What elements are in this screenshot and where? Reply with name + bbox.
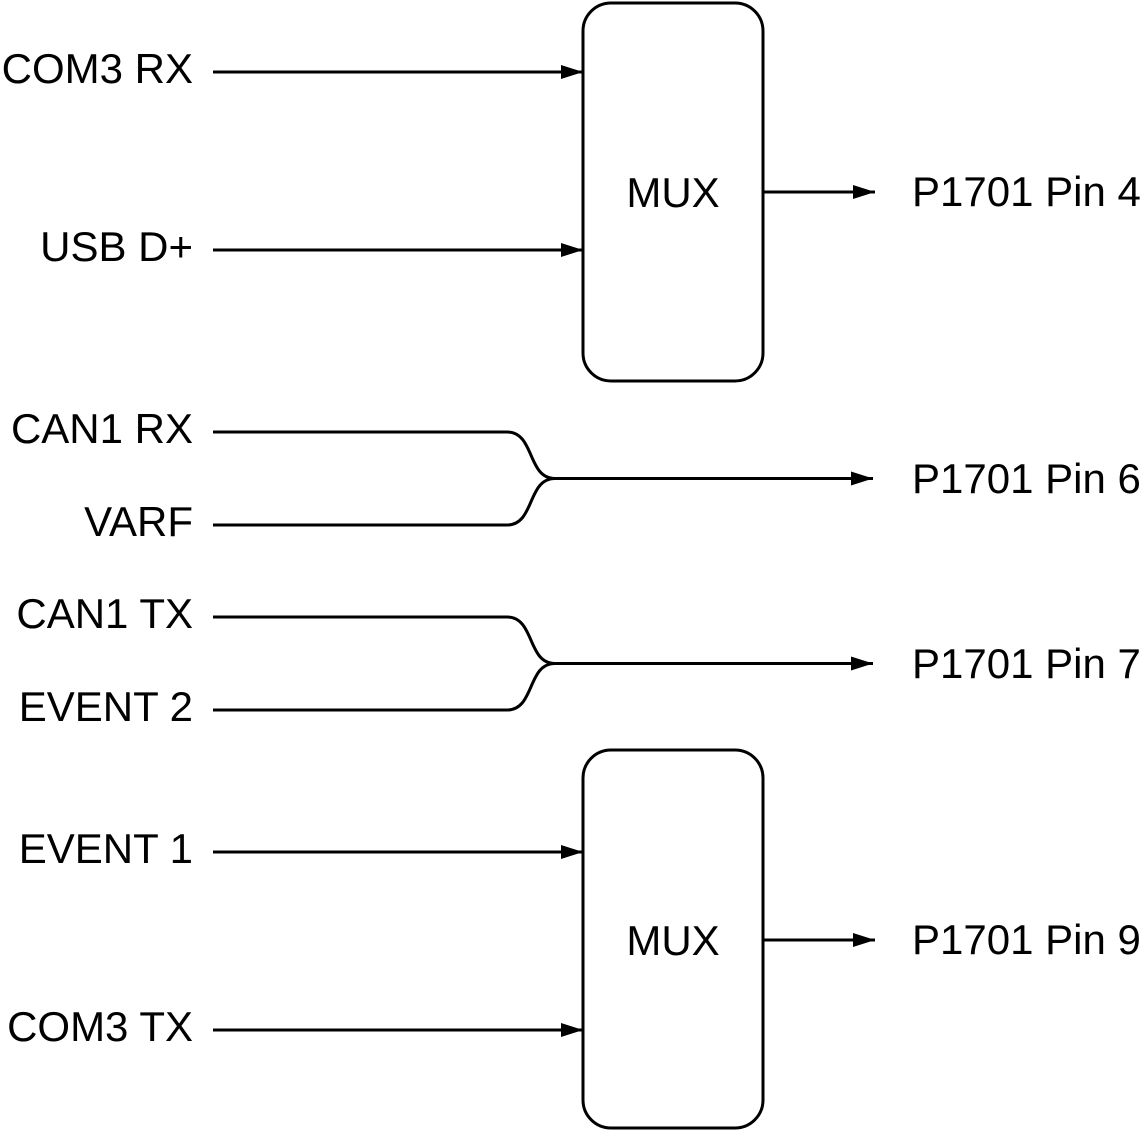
mux-label-2: MUX — [626, 917, 719, 964]
input-label-can1-rx: CAN1 RX — [11, 405, 193, 452]
output-label-p1701-pin-7: P1701 Pin 7 — [912, 640, 1140, 687]
join-wire-can1-tx — [213, 615, 556, 665]
input-label-com3-tx: COM3 TX — [7, 1003, 193, 1050]
join-wire-can1-rx — [213, 430, 556, 480]
input-label-event-2: EVENT 2 — [19, 683, 193, 730]
output-label-p1701-pin-9: P1701 Pin 9 — [912, 916, 1140, 963]
join-wire-varf — [213, 477, 556, 527]
input-label-varf: VARF — [84, 498, 193, 545]
output-label-p1701-pin-6: P1701 Pin 6 — [912, 455, 1140, 502]
input-label-event-1: EVENT 1 — [19, 825, 193, 872]
mux-label-1: MUX — [626, 169, 719, 216]
input-label-can1-tx: CAN1 TX — [16, 590, 193, 637]
join-wire-event-2 — [213, 662, 556, 712]
input-label-usb-d-plus: USB D+ — [40, 223, 193, 270]
input-label-com3-rx: COM3 RX — [2, 45, 193, 92]
output-label-p1701-pin-4: P1701 Pin 4 — [912, 168, 1140, 215]
